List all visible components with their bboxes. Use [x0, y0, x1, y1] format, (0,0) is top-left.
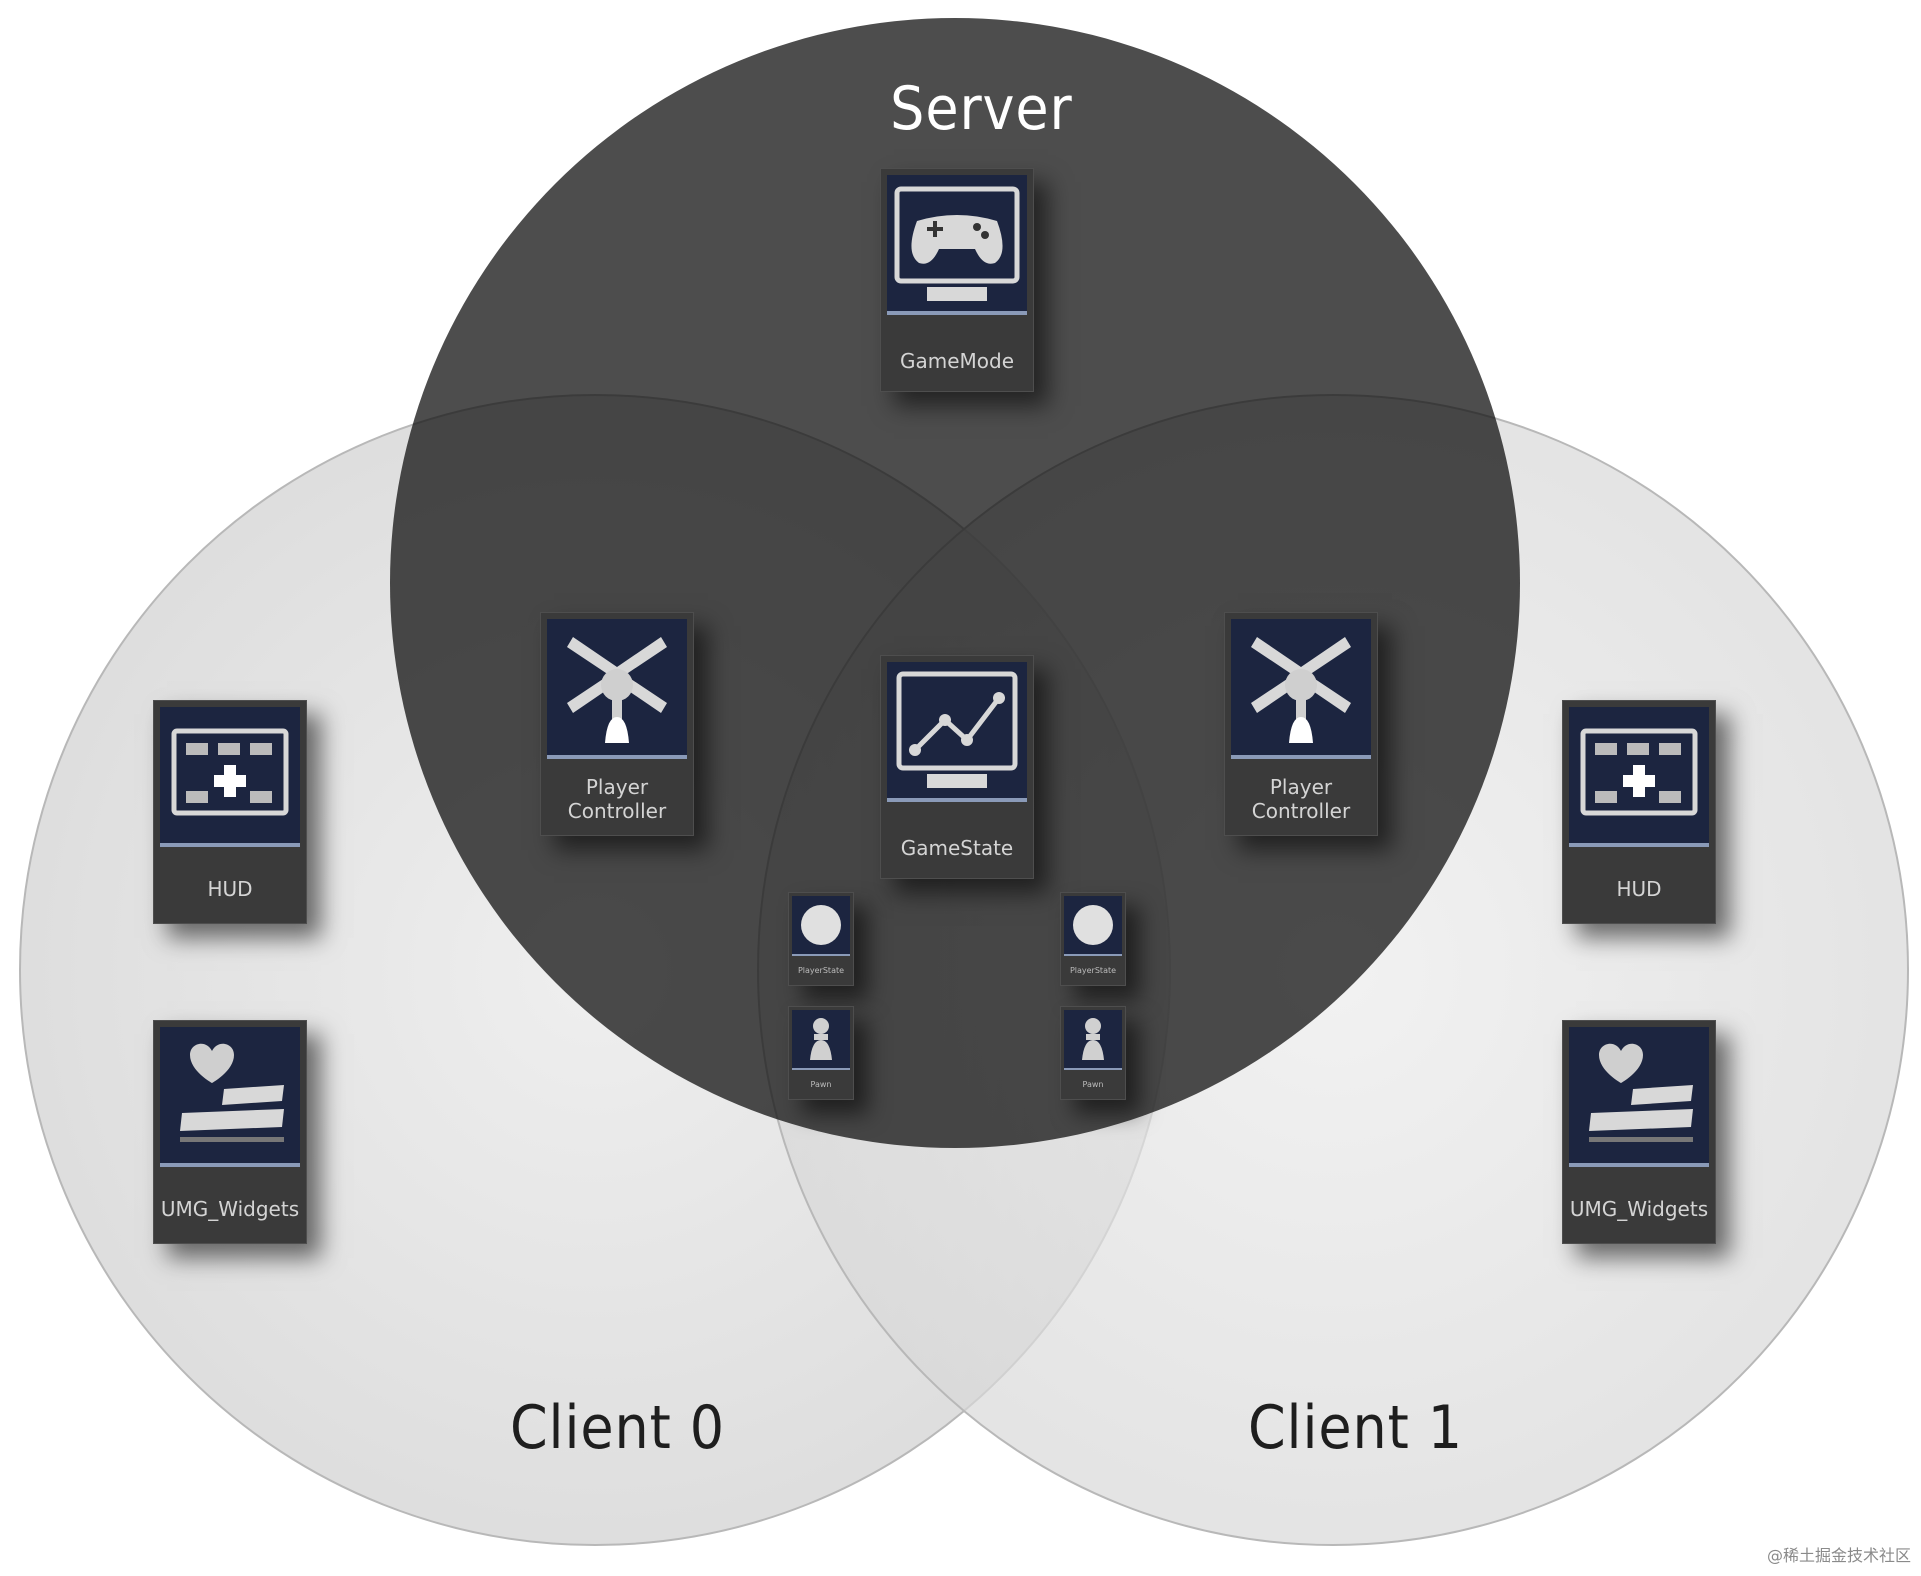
hud-icon: [160, 707, 300, 847]
hud-icon: [1569, 707, 1709, 847]
gamemode-tile: GameMode: [880, 168, 1034, 392]
gamestate-tile: GameState: [880, 655, 1034, 879]
heart-widgets-icon: [160, 1027, 300, 1167]
pawn-tile-client-0: Pawn: [788, 1006, 854, 1100]
hud-tile-client-1: HUD: [1562, 700, 1716, 924]
player-state-label-client-0: PlayerState: [797, 966, 845, 976]
server-circle: [390, 18, 1520, 1148]
pawn-icon: [1064, 1010, 1122, 1070]
umg-widgets-tile-client-0: UMG_Widgets: [153, 1020, 307, 1244]
hud-tile-client-0: HUD: [153, 700, 307, 924]
player-state-tile-client-0: PlayerState: [788, 892, 854, 986]
player-controller-tile-client-1: Player Controller: [1224, 612, 1378, 836]
player-state-tile-client-1: PlayerState: [1060, 892, 1126, 986]
gamepad-icon: [887, 175, 1027, 315]
pawn-icon: [792, 1010, 850, 1070]
player-controller-icon: [1231, 619, 1371, 759]
client-0-label: Client 0: [509, 1393, 726, 1463]
hud-label-client-0: HUD: [207, 877, 253, 901]
watermark: @稀土掘金技术社区: [1766, 1546, 1911, 1565]
player-state-icon: [792, 896, 850, 956]
player-controller-label-client-1: Player Controller: [1251, 775, 1351, 823]
pawn-label-client-1: Pawn: [1082, 1080, 1104, 1090]
player-state-icon: [1064, 896, 1122, 956]
umg-widgets-label-client-0: UMG_Widgets: [160, 1197, 300, 1221]
gamemode-label: GameMode: [899, 349, 1015, 373]
pawn-label-client-0: Pawn: [810, 1080, 832, 1090]
client-1-label: Client 1: [1247, 1393, 1464, 1463]
heart-widgets-icon: [1569, 1027, 1709, 1167]
server-label: Server: [890, 74, 1073, 144]
hud-label-client-1: HUD: [1616, 877, 1662, 901]
chart-monitor-icon: [887, 662, 1027, 802]
player-controller-label-client-0: Player Controller: [567, 775, 667, 823]
gamestate-label: GameState: [900, 836, 1014, 860]
player-controller-icon: [547, 619, 687, 759]
umg-widgets-label-client-1: UMG_Widgets: [1569, 1197, 1709, 1221]
player-state-label-client-1: PlayerState: [1069, 966, 1117, 976]
player-controller-tile-client-0: Player Controller: [540, 612, 694, 836]
umg-widgets-tile-client-1: UMG_Widgets: [1562, 1020, 1716, 1244]
pawn-tile-client-1: Pawn: [1060, 1006, 1126, 1100]
